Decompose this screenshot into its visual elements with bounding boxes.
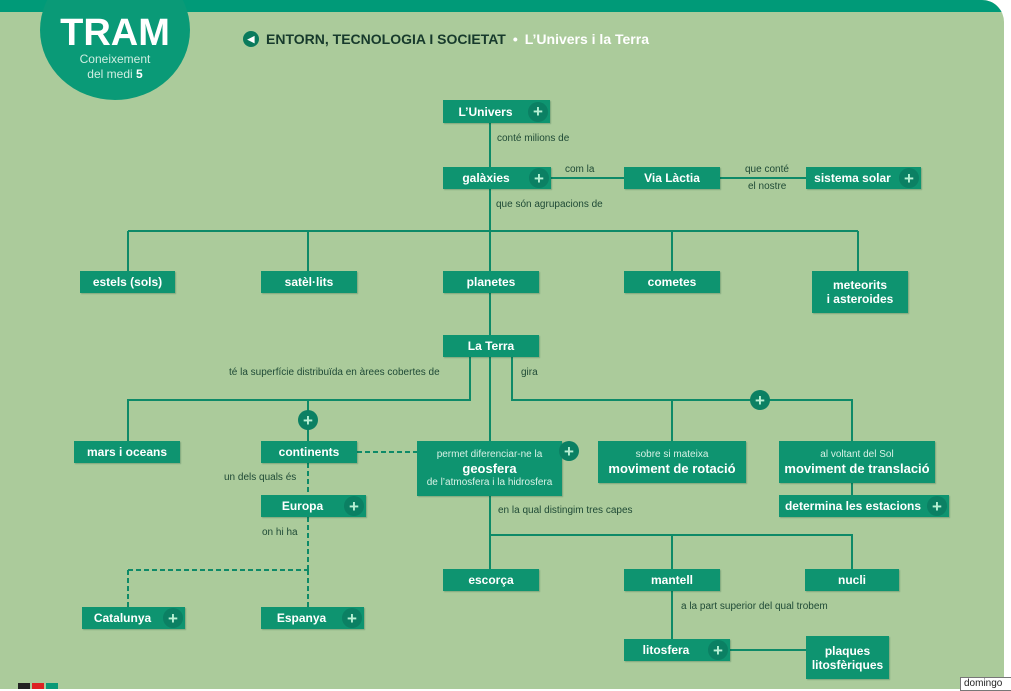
- link-label: té la superfície distribuïda en àrees co…: [229, 367, 440, 378]
- link-label: que són agrupacions de: [496, 199, 603, 210]
- node-via-lactia[interactable]: Via Làctia: [624, 167, 720, 189]
- node-label: moviment de rotació: [608, 461, 736, 476]
- node-label: litosfèriques: [811, 657, 884, 672]
- node-label: i asteroides: [826, 292, 894, 306]
- node-litosfera[interactable]: litosfera +: [624, 639, 730, 661]
- node-planetes[interactable]: planetes: [443, 271, 539, 293]
- node-satelits[interactable]: satèl·lits: [261, 271, 357, 293]
- breadcrumb-section[interactable]: ENTORN, TECNOLOGIA I SOCIETAT: [266, 31, 506, 47]
- breadcrumb: ◀ ENTORN, TECNOLOGIA I SOCIETAT • L’Univ…: [243, 31, 649, 47]
- link-label: com la: [565, 164, 595, 175]
- logo-title: TRAM: [60, 12, 170, 54]
- plus-icon[interactable]: +: [342, 608, 362, 628]
- node-galaxies[interactable]: galàxies +: [443, 167, 551, 189]
- node-cometes[interactable]: cometes: [624, 271, 720, 293]
- link-label: un dels quals és: [224, 472, 297, 483]
- plus-icon[interactable]: +: [750, 390, 770, 410]
- node-catalunya[interactable]: Catalunya +: [82, 607, 185, 629]
- top-bar: [0, 0, 1004, 12]
- logo-mark: [46, 683, 58, 689]
- node-label: Espanya: [276, 611, 327, 625]
- node-geosfera[interactable]: permet diferenciar-ne la geosfera de l’a…: [417, 441, 562, 496]
- plus-icon[interactable]: +: [899, 168, 919, 188]
- plus-icon[interactable]: +: [559, 441, 579, 461]
- breadcrumb-current: L’Univers i la Terra: [524, 31, 649, 47]
- link-label: el nostre: [748, 181, 787, 192]
- link-label: en la qual distingim tres capes: [498, 505, 633, 516]
- node-mantell[interactable]: mantell: [624, 569, 720, 591]
- plus-icon[interactable]: +: [298, 410, 318, 430]
- logo-subtitle: Coneixement: [79, 52, 151, 66]
- plus-icon[interactable]: +: [529, 168, 549, 188]
- node-sublabel: permet diferenciar-ne la: [436, 448, 543, 460]
- node-sublabel: al voltant del Sol: [820, 449, 894, 460]
- node-label: meteorits: [832, 278, 888, 292]
- node-mars-oceans[interactable]: mars i oceans: [74, 441, 180, 463]
- node-label: moviment de translació: [784, 461, 930, 476]
- back-arrow-icon[interactable]: ◀: [243, 31, 259, 47]
- plus-icon[interactable]: +: [708, 640, 728, 660]
- node-label: litosfera: [642, 643, 690, 657]
- node-label: Catalunya: [93, 611, 152, 625]
- node-translacio[interactable]: al voltant del Sol moviment de translaci…: [779, 441, 935, 483]
- node-label: plaques: [824, 643, 871, 658]
- logo-subtitle-2: del medi 5: [87, 67, 143, 81]
- footer-logos: [18, 683, 58, 689]
- plus-icon[interactable]: +: [344, 496, 364, 516]
- node-label: L’Univers: [458, 104, 513, 119]
- link-label: on hi ha: [262, 527, 298, 538]
- node-europa[interactable]: Europa +: [261, 495, 366, 517]
- node-label: sistema solar: [814, 171, 891, 185]
- node-label: geosfera: [462, 460, 517, 476]
- logo-mark: [32, 683, 44, 689]
- node-sistema-solar[interactable]: sistema solar +: [806, 167, 921, 189]
- plus-icon[interactable]: +: [163, 608, 183, 628]
- node-estels[interactable]: estels (sols): [80, 271, 175, 293]
- node-nucli[interactable]: nucli: [805, 569, 899, 591]
- node-espanya[interactable]: Espanya +: [261, 607, 364, 629]
- node-estacions[interactable]: determina les estacions +: [779, 495, 949, 517]
- breadcrumb-separator: •: [512, 31, 518, 47]
- node-label: galàxies: [462, 171, 510, 185]
- plus-icon[interactable]: +: [927, 496, 947, 516]
- node-univers[interactable]: L’Univers +: [443, 100, 550, 123]
- node-la-terra[interactable]: La Terra: [443, 335, 539, 357]
- node-escorca[interactable]: escorça: [443, 569, 539, 591]
- node-label: determina les estacions: [784, 499, 922, 513]
- plus-icon[interactable]: +: [528, 101, 548, 122]
- link-label: gira: [521, 367, 538, 378]
- node-rotacio[interactable]: sobre si mateixa moviment de rotació: [598, 441, 746, 483]
- logo-mark: [18, 683, 30, 689]
- node-sublabel: sobre si mateixa: [635, 449, 709, 460]
- link-label: que conté: [745, 164, 789, 175]
- link-label: a la part superior del qual trobem: [681, 601, 828, 612]
- node-sublabel: de l’atmosfera i la hidrosfera: [426, 476, 553, 488]
- node-continents[interactable]: continents: [261, 441, 357, 463]
- node-label: Europa: [281, 499, 324, 513]
- link-label: conté milions de: [497, 133, 570, 144]
